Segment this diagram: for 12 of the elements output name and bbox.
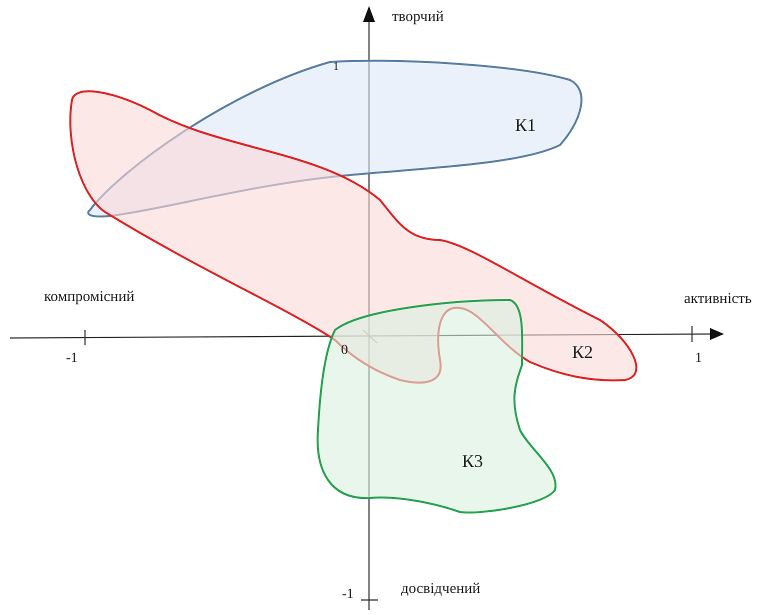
axis-label: досвідчений	[401, 582, 480, 597]
region-label: К3	[462, 452, 484, 470]
tick-label: 1	[333, 60, 339, 72]
axis-label: компромісний	[44, 290, 134, 305]
tick-label: -1	[66, 352, 78, 366]
tick-label: -1	[342, 588, 354, 602]
region-label: К1	[515, 116, 536, 134]
region-label: К2	[572, 343, 594, 361]
tick-label: 1	[695, 352, 702, 366]
axis-label: активність	[684, 292, 752, 307]
axis-label: творчий	[392, 10, 444, 25]
tick-label: 0	[341, 344, 348, 358]
